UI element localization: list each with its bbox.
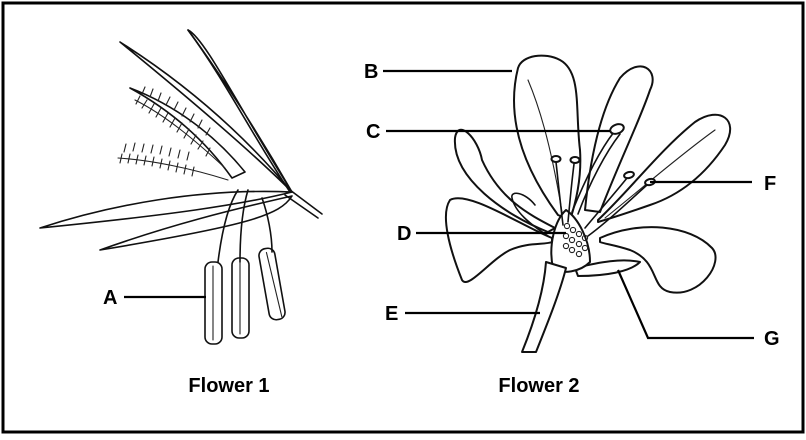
label-f: F (764, 173, 776, 195)
flower-2-petal-top-right (584, 65, 654, 213)
flower-2-sepal (574, 259, 641, 277)
flower-1-lemma (39, 190, 293, 229)
flower-2-filament-4 (587, 184, 648, 237)
flower-2-ovules (562, 222, 589, 258)
flower-2-filament-2 (567, 163, 575, 223)
flower-1-anther-3 (258, 247, 286, 321)
flower-1-feathery-stigma-upper (134, 86, 226, 169)
flower-1-feathery-stigma-lower (117, 142, 229, 181)
label-g: G (764, 328, 780, 350)
flower-1-filament-3 (261, 197, 273, 253)
flower-1-anther-1 (204, 261, 223, 345)
label-b: B (364, 61, 378, 83)
flower-2-petal-left-front (444, 197, 553, 283)
flower-2-petal-right-vein (604, 129, 716, 219)
flower-2-petal-curl (511, 192, 549, 237)
label-d: D (397, 223, 411, 245)
flower-1-anther-2 (231, 257, 250, 339)
flower-1-filament-2 (239, 189, 249, 263)
flower-2-anther-2 (569, 156, 581, 164)
flower-2-filament-1 (555, 161, 564, 226)
caption-flower-1: Flower 1 (188, 375, 269, 397)
flower-2-filament-3 (584, 177, 628, 229)
flower-2-petal-right (597, 113, 732, 223)
flower-1-filament-1 (217, 189, 239, 263)
flower-2-pedicel (521, 261, 567, 353)
flower-1-drawing (39, 29, 323, 345)
flower-2-stigma (609, 123, 625, 135)
label-e: E (385, 303, 398, 325)
flower-2-anther-3 (623, 170, 635, 180)
caption-flower-2: Flower 2 (498, 375, 579, 397)
flower-2-petal-lower-right (599, 226, 717, 294)
leader-line-g (616, 269, 754, 340)
label-c: C (366, 121, 380, 143)
flower-2-drawing (444, 54, 732, 353)
label-a: A (103, 287, 117, 309)
flower-1-palea (99, 195, 293, 251)
flower-2-anther-1 (550, 155, 562, 163)
flower-2-style (571, 131, 615, 213)
